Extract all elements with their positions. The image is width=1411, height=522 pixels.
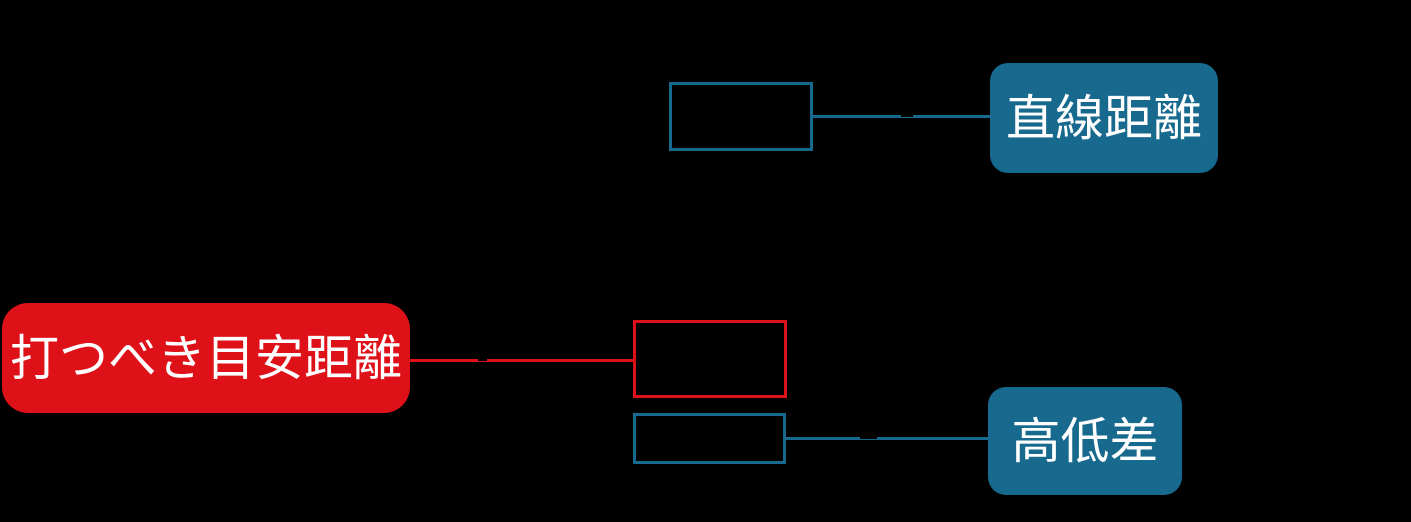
straight-distance-label-text: 直線距離 (1005, 90, 1202, 146)
elevation-value-box (633, 413, 786, 464)
straight-distance-label: 直線距離 (990, 63, 1218, 173)
target-distance-label-text: 打つべき目安距離 (9, 330, 402, 386)
elevation-connector-line (786, 437, 988, 440)
straight-distance-connector-gap (901, 115, 913, 117)
target-distance-label: 打つべき目安距離 (2, 303, 410, 413)
target-distance-connector-line (410, 359, 633, 362)
formula-result-value-box (633, 320, 787, 398)
elevation-connector-gap (860, 437, 877, 439)
elevation-label-text: 高低差 (1011, 413, 1159, 469)
elevation-label: 高低差 (988, 387, 1182, 495)
target-distance-connector-gap (478, 359, 487, 361)
straight-distance-value-box (669, 82, 813, 151)
